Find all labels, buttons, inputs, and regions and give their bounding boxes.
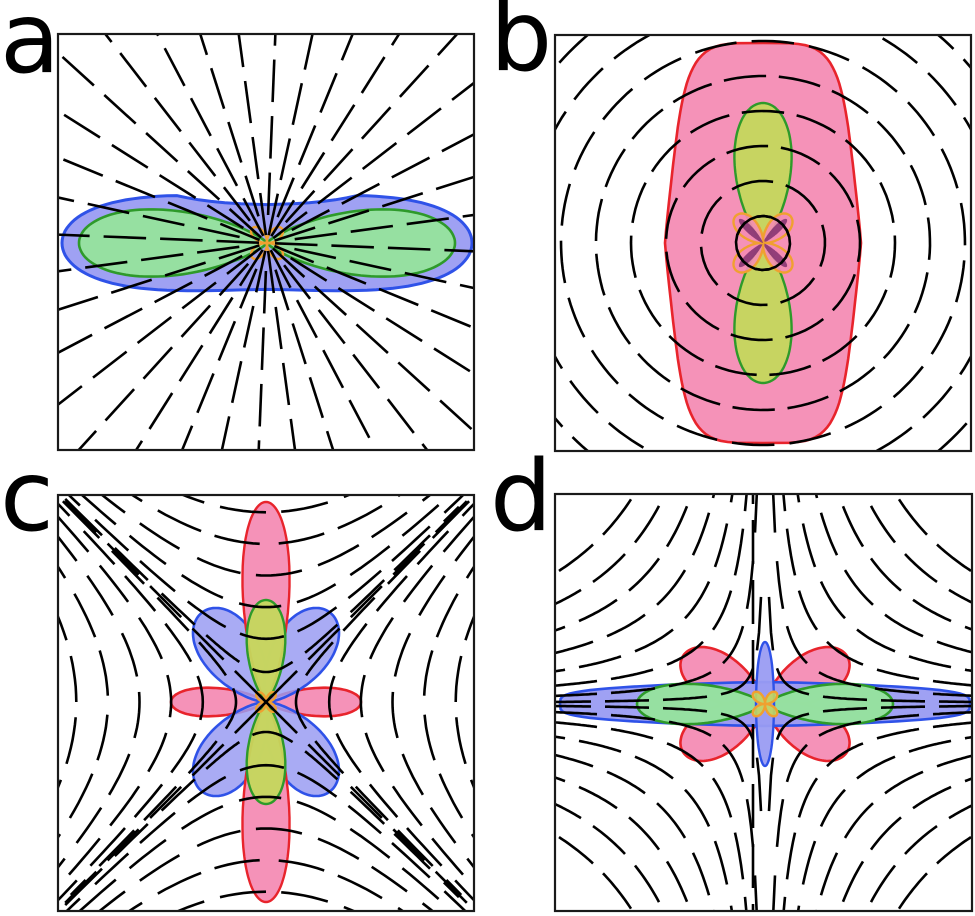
orange-clover-lobe <box>265 225 285 245</box>
panel-frame <box>553 492 974 913</box>
panel-d-hyperbolic-field <box>553 492 974 913</box>
lobe-top <box>245 598 287 704</box>
director-lines <box>555 35 971 451</box>
panel-frame <box>553 33 973 453</box>
panel-b-circular-field <box>553 33 973 453</box>
lobe-left <box>77 208 269 278</box>
panel-frame <box>56 493 476 913</box>
orange-clover-lobe <box>763 690 779 706</box>
orange-clover-lobe <box>249 241 269 261</box>
director-lobes <box>60 194 474 293</box>
lobe-right <box>265 208 457 278</box>
orange-clover-lobe <box>751 690 767 706</box>
lobe-bottom <box>733 241 793 385</box>
lobe-bottom <box>245 700 287 806</box>
director-lobes <box>558 640 972 768</box>
panel-label-b: b <box>490 0 553 94</box>
lobe-top <box>733 101 793 245</box>
panel-label-c: c <box>0 440 54 554</box>
orange-clover-lobe <box>751 702 767 718</box>
director-lines <box>555 494 972 911</box>
panel-label-a: a <box>0 0 61 96</box>
director-lobes <box>663 41 863 445</box>
orange-clover-lobe <box>763 702 779 718</box>
panel-label-d: d <box>490 440 553 554</box>
panel-frame <box>56 32 476 452</box>
panel-a-radial-field <box>56 32 476 452</box>
